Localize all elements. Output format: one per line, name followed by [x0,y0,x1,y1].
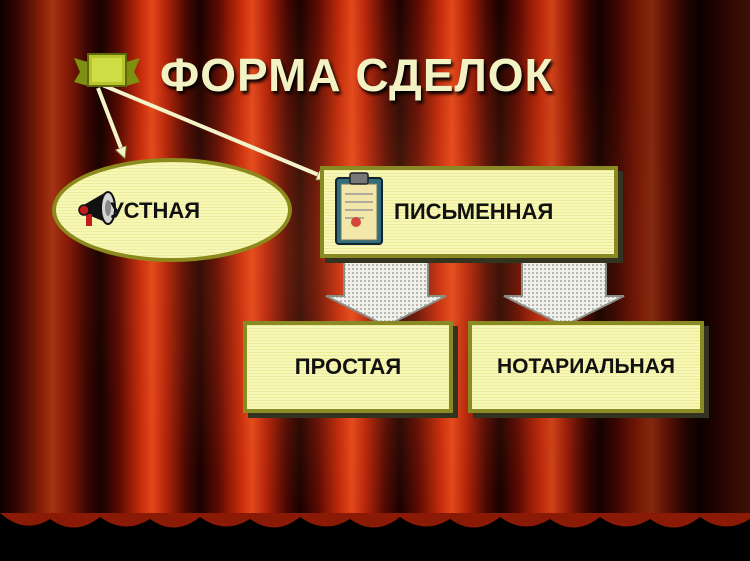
clipboard-document-icon [335,172,383,245]
node-notarial-label: НОТАРИАЛЬНАЯ [497,355,675,378]
node-oral-label: УСТНАЯ [110,198,201,223]
scroll-banner-icon [74,53,140,87]
diagram-title: ФОРМА СДЕЛОК [160,49,554,101]
block-arrow-to-simple [325,255,447,328]
arrow-to-written [99,82,326,178]
arrow-to-oral [96,87,124,156]
node-simple-label: ПРОСТАЯ [294,354,402,379]
node-written-label: ПИСЬМЕННАЯ [394,199,554,224]
megaphone-icon [78,191,116,226]
node-simple: ПРОСТАЯ [243,321,453,413]
block-arrow-to-notarial [503,255,625,328]
curtain-hem [0,513,750,561]
node-notarial: НОТАРИАЛЬНАЯ [468,321,704,413]
